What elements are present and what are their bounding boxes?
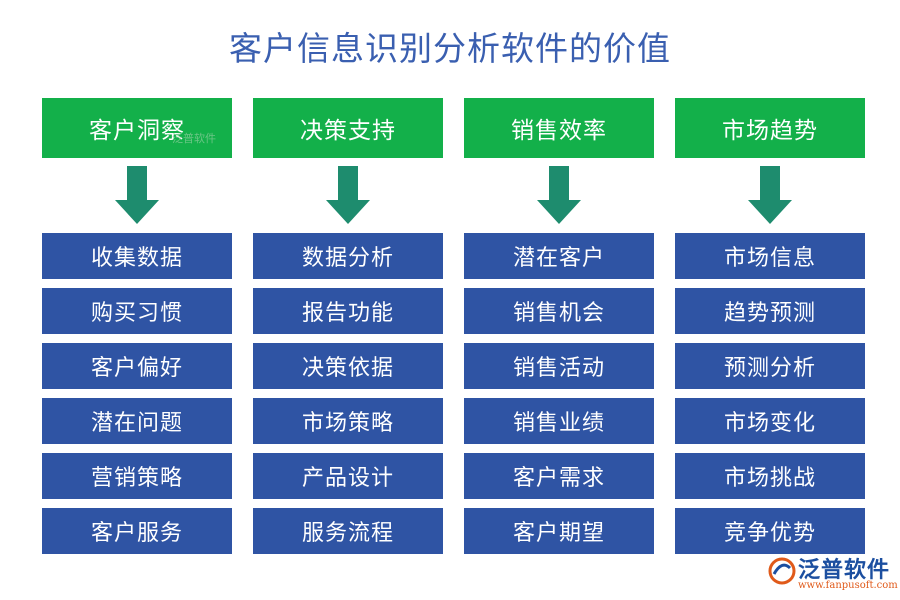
down-arrow-icon [253,158,443,230]
list-item: 销售活动 [464,343,654,389]
down-arrow-icon [675,158,865,230]
list-item: 决策依据 [253,343,443,389]
list-item: 销售业绩 [464,398,654,444]
column-market-trend: 市场趋势 市场信息 趋势预测 预测分析 市场变化 市场挑战 竞争优势 [675,98,865,554]
list-item: 客户偏好 [42,343,232,389]
down-arrow-icon [42,158,232,230]
list-item: 市场信息 [675,233,865,279]
list-item: 竞争优势 [675,508,865,554]
list-item: 报告功能 [253,288,443,334]
watermark: 泛普软件 [172,132,216,145]
logo-name: 泛普软件 [798,558,891,583]
brand-logo: 泛普软件 www.fanpusoft.com [768,548,898,594]
list-item: 预测分析 [675,343,865,389]
list-item: 数据分析 [253,233,443,279]
list-item: 市场变化 [675,398,865,444]
list-item: 购买习惯 [42,288,232,334]
list-item: 趋势预测 [675,288,865,334]
column-decision-support: 决策支持 数据分析 报告功能 决策依据 市场策略 产品设计 服务流程 [253,98,443,554]
list-item: 市场挑战 [675,453,865,499]
diagram-title: 客户信息识别分析软件的价值 [229,29,671,68]
list-item: 潜在客户 [464,233,654,279]
list-item: 市场策略 [253,398,443,444]
list-item: 收集数据 [42,233,232,279]
list-item: 客户期望 [464,508,654,554]
logo-url: www.fanpusoft.com [798,580,898,591]
column-customer-insight: 客户洞察 收集数据 购买习惯 客户偏好 潜在问题 营销策略 客户服务 [42,98,232,554]
column-sales-efficiency: 销售效率 潜在客户 销售机会 销售活动 销售业绩 客户需求 客户期望 [464,98,654,554]
down-arrow-icon [464,158,654,230]
column-header: 市场趋势 [675,98,865,158]
list-item: 潜在问题 [42,398,232,444]
column-header: 决策支持 [253,98,443,158]
column-header: 销售效率 [464,98,654,158]
list-item: 营销策略 [42,453,232,499]
list-item: 客户服务 [42,508,232,554]
list-item: 客户需求 [464,453,654,499]
list-item: 销售机会 [464,288,654,334]
list-item: 产品设计 [253,453,443,499]
list-item: 服务流程 [253,508,443,554]
column-header: 客户洞察 [42,98,232,158]
logo-icon [768,557,796,585]
